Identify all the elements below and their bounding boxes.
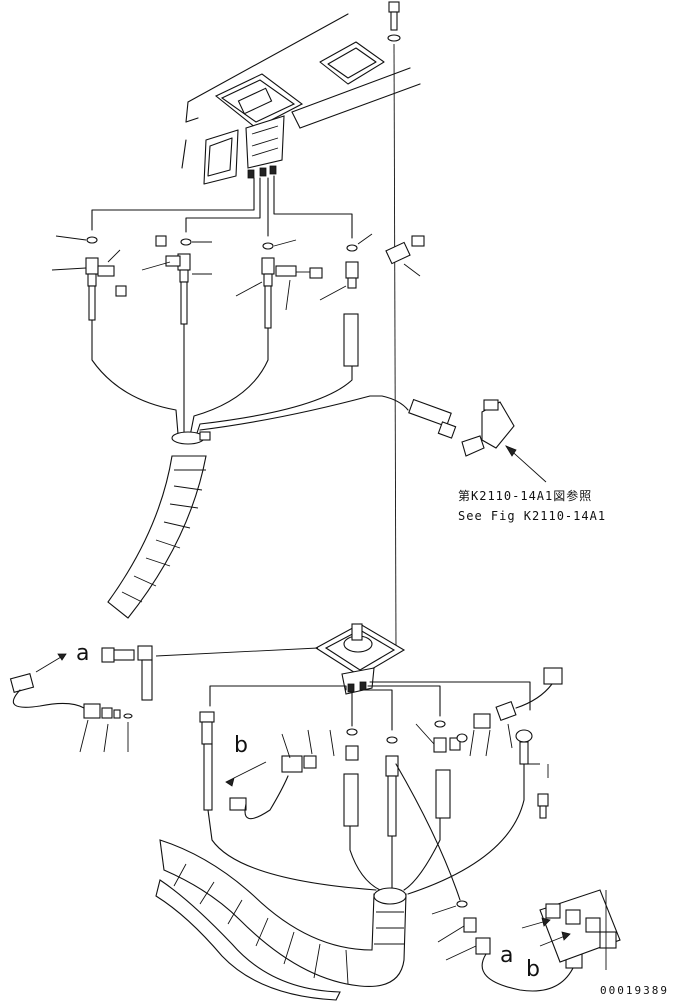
- lower-relay-bracket: [521, 889, 621, 970]
- upper-wrapped-harness: [107, 455, 207, 619]
- upper-bolt: [387, 1, 401, 651]
- lower-bottom-connector: [431, 900, 583, 992]
- upper-wire-harness: [91, 175, 353, 239]
- reference-connector: [408, 398, 547, 483]
- lower-wire-harness: [209, 681, 531, 731]
- upper-harness-clamp: [171, 431, 211, 445]
- upper-switch-3: [235, 239, 323, 329]
- lower-switch-3: [415, 720, 461, 819]
- marker-a-upper: a: [76, 641, 89, 666]
- upper-switch-2: [141, 235, 212, 325]
- upper-switch-1: [51, 235, 127, 321]
- lower-switch-2: [385, 736, 399, 837]
- lower-switch-1: [343, 728, 359, 827]
- lower-right-group: [456, 667, 563, 819]
- upper-console-panel: [181, 13, 421, 185]
- lower-wrapped-harness: [155, 839, 407, 1001]
- lower-controller: [314, 623, 406, 695]
- reference-label-jp: 第K2110-14A1図参照: [458, 488, 592, 503]
- drawing-number: 00019389: [600, 984, 669, 997]
- lower-bolt-assembly: [101, 645, 319, 701]
- marker-b-upper: b: [234, 733, 248, 758]
- lower-left-connector: [9, 653, 133, 753]
- marker-a-lower: a: [500, 943, 513, 968]
- lower-wires-to-harness: [207, 763, 525, 901]
- lower-sensor-b: [199, 711, 335, 820]
- reference-label-en: See Fig K2110-14A1: [458, 509, 606, 523]
- upper-controller-box: [214, 73, 304, 179]
- upper-switch-4: [319, 233, 425, 367]
- marker-b-lower: b: [526, 957, 540, 982]
- upper-wires-to-clamp: [91, 319, 409, 437]
